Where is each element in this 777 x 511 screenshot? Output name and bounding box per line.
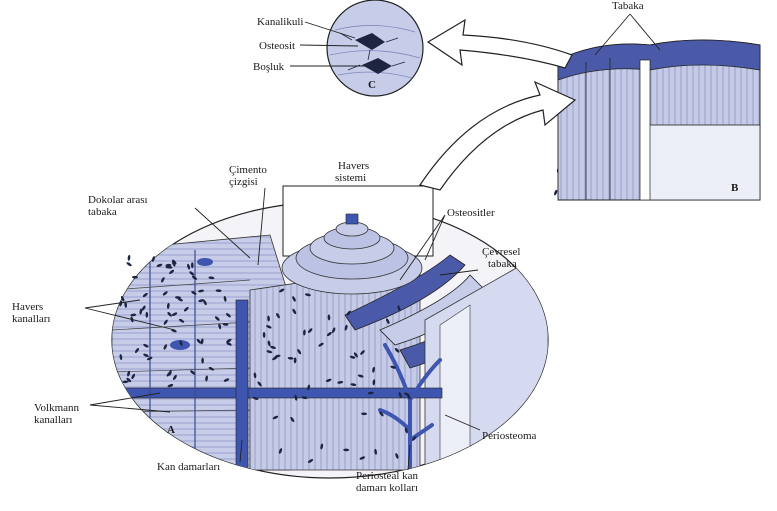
osteocyte-mark [191, 262, 194, 268]
blood-vessel [236, 300, 248, 480]
havers-system-box [282, 186, 433, 294]
label-kanalikuli: Kanalikuli [257, 16, 303, 28]
arrow-to-panel-c [428, 20, 572, 68]
label-tabaka-top: Tabaka [612, 0, 644, 12]
label-cevresel-2: tabaka [488, 258, 517, 270]
label-osteosit: Osteosit [259, 40, 295, 52]
label-osteositler: Osteositler [447, 207, 495, 219]
label-havers-kanal-1: Havers [12, 301, 43, 313]
label-kan-damarlari: Kan damarları [157, 461, 220, 473]
osteocyte-mark [126, 261, 132, 267]
label-dokolar-2: tabaka [88, 206, 117, 218]
label-cimento-2: çizgisi [229, 176, 258, 188]
label-dokolar-1: Dokolar arası [88, 194, 148, 206]
label-periosteal-1: Periosteal kan [356, 470, 418, 482]
arrow-to-panel-b [420, 82, 575, 190]
label-bosluk: Boşluk [253, 61, 284, 73]
label-volkmann-1: Volkmann [34, 402, 79, 414]
havers-central-canal [346, 214, 358, 224]
panel-letter-b: B [731, 182, 738, 194]
label-havers-kanal-2: kanalları [12, 313, 50, 325]
label-volkmann-2: kanalları [34, 414, 72, 426]
osteocyte-mark [201, 358, 204, 364]
volkmann-channel [112, 388, 442, 398]
osteocyte-mark [132, 276, 138, 279]
osteocyte-mark [127, 255, 130, 261]
panel-letter-c: C [368, 79, 376, 91]
label-periosteal-2: damarı kolları [356, 482, 418, 494]
label-periosteoma: Periosteoma [482, 430, 536, 442]
label-cevresel-1: Çevresel [482, 246, 520, 258]
label-havers-sistemi-2: sistemi [335, 172, 366, 184]
label-havers-sistemi-1: Havers [338, 160, 369, 172]
panel-letter-a: A [167, 424, 175, 436]
osteocyte-mark [553, 189, 558, 196]
label-cimento-1: Çimento [229, 164, 267, 176]
panel-b-bone-section [558, 40, 760, 200]
